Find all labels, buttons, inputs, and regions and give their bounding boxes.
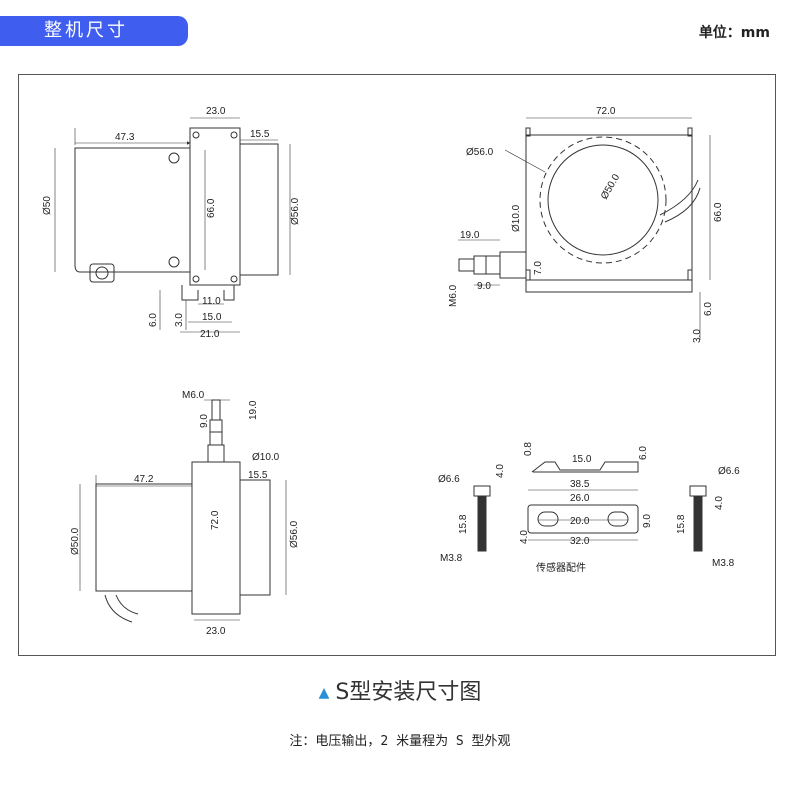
left-housing-2: [95, 483, 193, 592]
left-housing: [74, 147, 191, 273]
acc-plate-26: 26.0: [570, 493, 590, 504]
triangle-icon: ▲: [318, 685, 330, 701]
right-drum-2: [239, 479, 271, 596]
acc-clip-top: 0.8: [523, 442, 534, 456]
unit-label: 单位：mm: [698, 25, 770, 41]
side-view-bottom-labels: M6.0 19.0 9.0 Ø10.0 47.2 15.5 72.0 Ø50.0…: [70, 390, 300, 637]
dim-72-0-b: 72.0: [210, 510, 221, 530]
front-view-top: [458, 117, 711, 340]
accessories-view: [473, 461, 707, 552]
dim-d10-0-b: Ø10.0: [252, 452, 280, 463]
acc-bolt-right-l: 15.8: [676, 514, 687, 534]
dim-23-0-b: 23.0: [206, 626, 226, 637]
dim-21-0: 21.0: [200, 329, 220, 340]
acc-bolt-right-m: M3.8: [712, 558, 735, 569]
dim-66-0-front: 66.0: [713, 202, 724, 222]
dim-15-5: 15.5: [250, 129, 270, 140]
dim-19-0-b: 19.0: [248, 400, 259, 420]
dim-6-0: 6.0: [148, 313, 159, 327]
inner-circle: [547, 144, 659, 256]
side-view-top: [54, 117, 291, 333]
dim-d56-0: Ø56.0: [466, 147, 494, 158]
acc-plate-32: 32.0: [570, 536, 590, 547]
acc-bolt-left-l: 15.8: [458, 514, 469, 534]
drawing-frame: [18, 74, 776, 656]
dim-72-0: 72.0: [596, 106, 616, 117]
acc-bolt-right-h: 4.0: [714, 496, 725, 510]
dim-11-0: 11.0: [202, 296, 221, 307]
right-drum: [239, 143, 279, 276]
dim-d50-0-b: Ø50.0: [70, 527, 81, 555]
acc-bolt-left-d: Ø6.6: [438, 474, 460, 485]
dim-d10-0: Ø10.0: [511, 204, 522, 232]
acc-bolt-left-m: M3.8: [440, 553, 463, 564]
dim-15-5-b: 15.5: [248, 470, 268, 481]
bolt-head-right: [689, 485, 707, 497]
dim-19-0: 19.0: [460, 230, 480, 241]
outer-circle: [539, 136, 667, 264]
dim-9-0: 9.0: [477, 281, 491, 292]
dim-15-0: 15.0: [202, 312, 222, 323]
base-plate: [525, 279, 693, 293]
acc-bolt-right-d: Ø6.6: [718, 466, 740, 477]
dim-47-3: 47.3: [115, 132, 135, 143]
mounting-plate: [527, 504, 639, 534]
front-body: [525, 134, 693, 281]
dim-m6-0-b: M6.0: [182, 390, 205, 401]
acc-plate-9: 9.0: [642, 514, 653, 528]
acc-clip-h: 6.0: [638, 446, 649, 460]
dim-d50: Ø50: [42, 196, 53, 215]
section-header-tab: [0, 16, 188, 46]
accessories-label: 传感器配件: [536, 561, 586, 574]
figure-caption: ▲ S型安装尺寸图: [0, 674, 800, 706]
dim-23-0: 23.0: [206, 106, 226, 117]
dim-d50-0: Ø50.0: [599, 172, 622, 201]
dim-3-0: 3.0: [174, 313, 185, 327]
dim-6-0-front: 6.0: [703, 302, 714, 316]
acc-plate-4: 4.0: [519, 530, 530, 544]
front-view-top-labels: 72.0 Ø56.0 Ø50.0 66.0 Ø10.0 19.0 M6.0 9.…: [448, 106, 724, 343]
middle-body-2: [191, 461, 241, 615]
acc-plate-20: 20.0: [570, 516, 590, 527]
bolt-shank-left: [477, 495, 487, 552]
dim-m6-0: M6.0: [448, 284, 459, 307]
dim-66-0: 66.0: [206, 198, 217, 218]
dim-d56: Ø56.0: [290, 197, 301, 225]
bolt-head-left: [473, 485, 491, 497]
bolt-shank-right: [693, 495, 703, 552]
side-view-top-labels: 47.3 23.0 15.5 Ø50 66.0 Ø56.0 11.0 15.0 …: [42, 106, 301, 340]
acc-clip-total: 38.5: [570, 479, 590, 490]
footnote: 注：电压输出，2 米量程为 S 型外观: [289, 734, 511, 749]
dim-3-0-front: 3.0: [692, 329, 703, 343]
clip: [531, 461, 639, 473]
section-header-title: 整机尺寸: [44, 20, 128, 41]
dim-7-0: 7.0: [533, 261, 544, 275]
dim-9-0-b: 9.0: [199, 414, 210, 428]
side-view-bottom: [79, 399, 287, 623]
accessories-labels: Ø6.6 4.0 15.8 M3.8 0.8 15.0 6.0 38.5 26.…: [438, 442, 740, 574]
acc-clip-w: 15.0: [572, 454, 592, 465]
caption-text: S型安装尺寸图: [335, 680, 482, 705]
dim-47-2: 47.2: [134, 474, 154, 485]
dim-d56-0-b: Ø56.0: [289, 520, 300, 548]
acc-bolt-left-h: 4.0: [495, 464, 506, 478]
